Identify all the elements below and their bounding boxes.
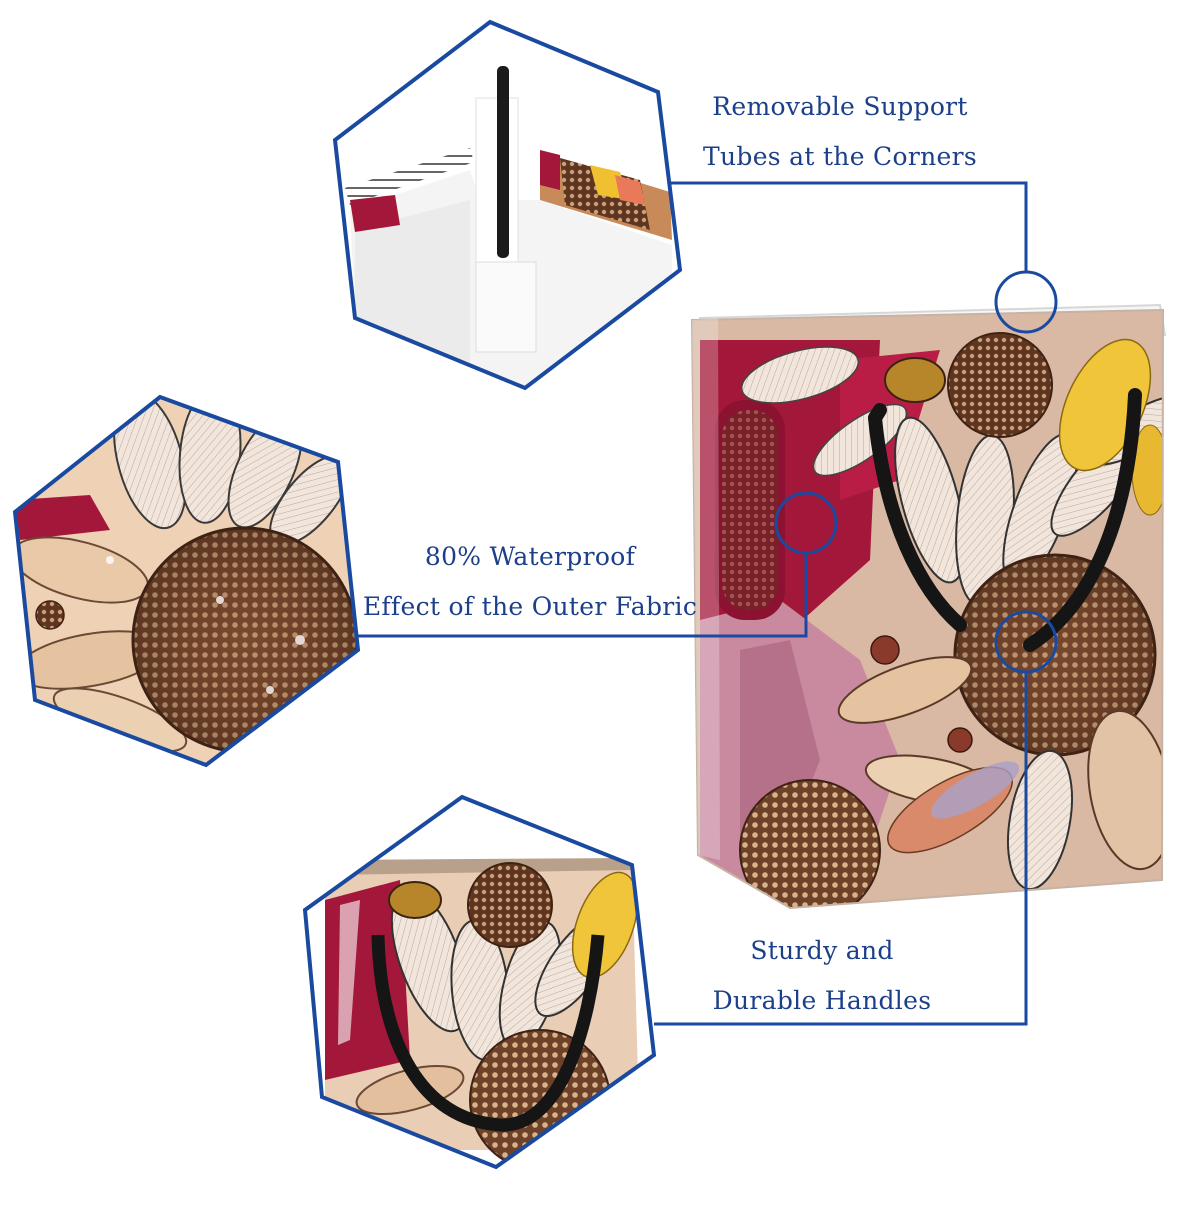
handles-caption: Sturdy and Durable Handles: [692, 926, 952, 1026]
callout-waterproof: [356, 491, 838, 638]
support-tubes-line1: Removable Support: [712, 92, 968, 121]
waterproof-line2: Effect of the Outer Fabric: [362, 592, 698, 621]
hexagon-support-tube-detail: [332, 19, 683, 391]
support-tubes-caption: Removable Support Tubes at the Corners: [690, 82, 990, 182]
waterproof-caption: 80% Waterproof Effect of the Outer Fabri…: [360, 532, 700, 632]
callout-support-tube: [670, 181, 1058, 334]
laundry-basket-product: [690, 303, 1167, 910]
callout-handles: [654, 610, 1058, 1026]
support-tubes-line2: Tubes at the Corners: [703, 142, 977, 171]
hexagon-fabric-detail: [12, 394, 361, 768]
hexagon-handles-detail: [302, 794, 657, 1170]
waterproof-line1: 80% Waterproof: [424, 542, 636, 571]
handles-line2: Durable Handles: [712, 986, 932, 1015]
handles-line1: Sturdy and: [750, 936, 894, 965]
